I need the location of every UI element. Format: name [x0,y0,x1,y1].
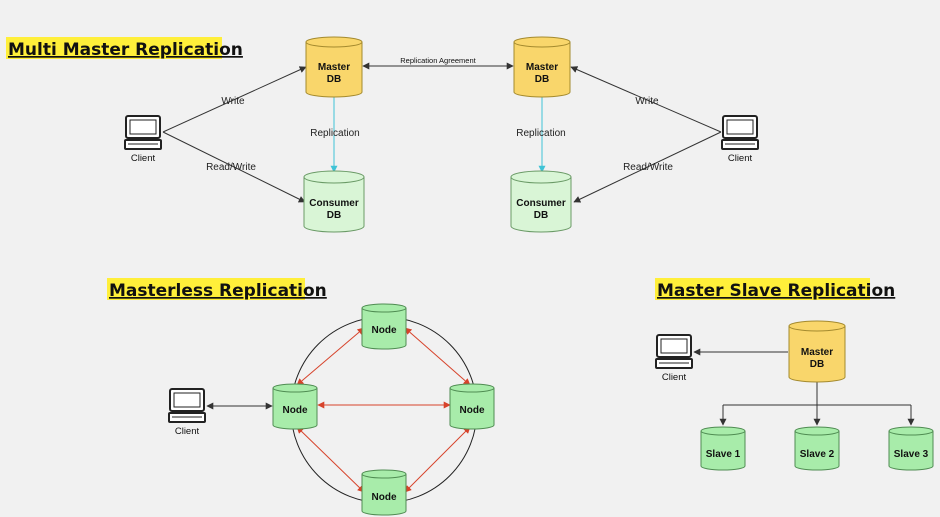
node-left-label: Node [283,405,308,416]
computer-icon [721,115,759,150]
master-slave-title: Master Slave Replication [657,281,895,301]
title-highlight-masterless [107,278,305,300]
slave-1-label: Slave 1 [706,449,741,460]
consumer-left-label-1: Consumer [309,198,359,209]
master-slave-client-label: Client [662,372,687,383]
label-replication-agreement: Replication Agreement [400,56,476,65]
slave-3: Slave 3 [888,426,934,471]
label-write-left: Write [221,96,245,107]
computer-icon [655,334,693,369]
computer-icon [124,115,162,150]
edge-client-left-to-consumer-left [162,131,306,203]
consumer-right-label-1: Consumer [516,198,566,209]
client-left: Client [124,115,162,164]
master-left-label-2: DB [327,74,341,85]
master-right-label-2: DB [535,74,549,85]
master-slave-client: Client [655,334,693,383]
edge-node-right-node-bottom [404,426,471,493]
node-bottom-label: Node [372,492,397,503]
slave-2-label: Slave 2 [800,449,835,460]
consumer-left-label-2: DB [327,210,341,221]
multi-master-title: Multi Master Replication [8,40,243,60]
node-top: Node [361,303,407,350]
edge-client-left-to-master-left [162,66,307,133]
client-left-label: Client [131,153,156,164]
label-write-right: Write [635,96,659,107]
client-right-label: Client [728,153,753,164]
edge-node-top-node-left [296,327,365,386]
master-slave-master-label-1: Master [801,347,833,358]
master-right-label-1: Master [526,62,558,73]
edge-client-right-to-consumer-right [573,131,722,203]
master-slave-master-label-2: DB [810,359,824,370]
title-highlight-multi-master [6,37,222,59]
title-highlight-master-slave [655,278,870,300]
consumer-db-left: Consumer DB [303,170,365,233]
edge-node-left-node-bottom [296,426,365,493]
node-left: Node [272,383,318,430]
edge-client-right-to-master-right [570,66,722,133]
client-right: Client [721,115,759,164]
node-bottom: Node [361,469,407,516]
masterless-client-label: Client [175,426,200,437]
masterless-client: Client [168,388,206,437]
label-replication-left: Replication [310,128,359,139]
master-slave-master-db: Master DB [788,320,846,383]
consumer-right-label-2: DB [534,210,548,221]
computer-icon [168,388,206,423]
label-replication-right: Replication [516,128,565,139]
master-left-label-1: Master [318,62,350,73]
masterless-title: Masterless Replication [109,281,327,301]
node-right-label: Node [460,405,485,416]
slave-2: Slave 2 [794,426,840,471]
node-top-label: Node [372,325,397,336]
master-db-right: Master DB [513,36,571,98]
node-right: Node [449,383,495,430]
label-readwrite-right: Read/Write [623,162,673,173]
master-db-left: Master DB [305,36,363,98]
label-readwrite-left: Read/Write [206,162,256,173]
edge-node-top-node-right [404,327,471,386]
slave-3-label: Slave 3 [894,449,929,460]
slave-1: Slave 1 [700,426,746,471]
consumer-db-right: Consumer DB [510,170,572,233]
